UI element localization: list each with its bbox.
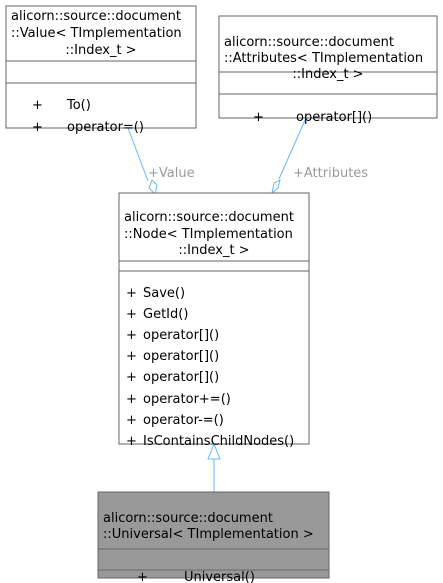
class-node[interactable]: alicorn::source::document ::Node< TImple… — [118, 192, 310, 449]
class-value-member: To() — [66, 98, 91, 113]
class-node-member-visibility: + — [126, 307, 137, 322]
class-node-member: Save() — [143, 286, 185, 301]
class-node-member: operator[]() — [143, 349, 219, 364]
class-universal-member: Universal() — [184, 570, 255, 583]
class-attributes-title-line-2: ::Attributes< TImplementation — [224, 51, 423, 66]
class-value[interactable]: alicorn::source::document ::Value< TImpl… — [5, 5, 197, 135]
class-attributes-title-line-3: ::Index_t > — [292, 67, 363, 82]
attributes-role-label: +Attributes — [293, 166, 368, 181]
value-aggregation-diamond — [148, 179, 158, 195]
class-attributes[interactable]: alicorn::source::document ::Attributes< … — [218, 15, 438, 125]
class-value-title-line-2: ::Value< TImplementation — [11, 26, 182, 41]
class-node-member: operator[]() — [143, 328, 219, 343]
class-node-member-visibility: + — [126, 370, 137, 385]
class-attributes-member-visibility: + — [253, 110, 264, 125]
class-universal-title-line-1: alicorn::source::document — [103, 511, 273, 526]
class-node-member-visibility: + — [126, 286, 137, 301]
class-value-member-visibility: + — [32, 120, 43, 135]
class-universal[interactable]: alicorn::source::document ::Universal< T… — [97, 491, 330, 583]
class-universal-member-visibility: + — [137, 570, 148, 583]
class-universal-title-line-2: ::Universal< TImplementation > — [103, 527, 314, 542]
attributes-aggregation-diamond — [271, 179, 281, 195]
class-node-title-line-1: alicorn::source::document — [124, 210, 294, 225]
class-value-box — [5, 5, 197, 129]
class-attributes-box — [218, 15, 438, 119]
class-universal-box — [97, 491, 330, 579]
class-value-title-line-1: alicorn::source::document — [11, 9, 181, 24]
class-node-member: operator+=() — [143, 392, 231, 407]
class-node-member-visibility: + — [126, 349, 137, 364]
class-node-member: operator-=() — [143, 413, 224, 428]
class-node-title-line-3: ::Index_t > — [178, 243, 249, 258]
value-role-label: +Value — [148, 166, 195, 181]
value-aggregation-line — [127, 127, 149, 182]
class-node-member-visibility: + — [126, 413, 137, 428]
class-node-member: operator[]() — [143, 370, 219, 385]
connectors: +Value +Attributes — [127, 117, 368, 492]
attributes-aggregation-line — [278, 117, 307, 180]
class-value-member-visibility: + — [32, 98, 43, 113]
class-attributes-title-line-1: alicorn::source::document — [224, 35, 394, 50]
class-node-member-visibility: + — [126, 434, 137, 449]
inheritance-arrowhead — [207, 442, 221, 460]
class-node-member-visibility: + — [126, 328, 137, 343]
class-node-member-visibility: + — [126, 392, 137, 407]
class-node-member: GetId() — [143, 307, 188, 322]
class-node-box — [118, 192, 310, 445]
class-attributes-member: operator[]() — [296, 110, 372, 125]
class-node-title-line-2: ::Node< TImplementation — [124, 227, 293, 242]
class-value-title-line-3: ::Index_t > — [65, 43, 136, 58]
class-value-member: operator=() — [67, 120, 144, 135]
class-node-member: IsContainsChildNodes() — [143, 434, 294, 449]
